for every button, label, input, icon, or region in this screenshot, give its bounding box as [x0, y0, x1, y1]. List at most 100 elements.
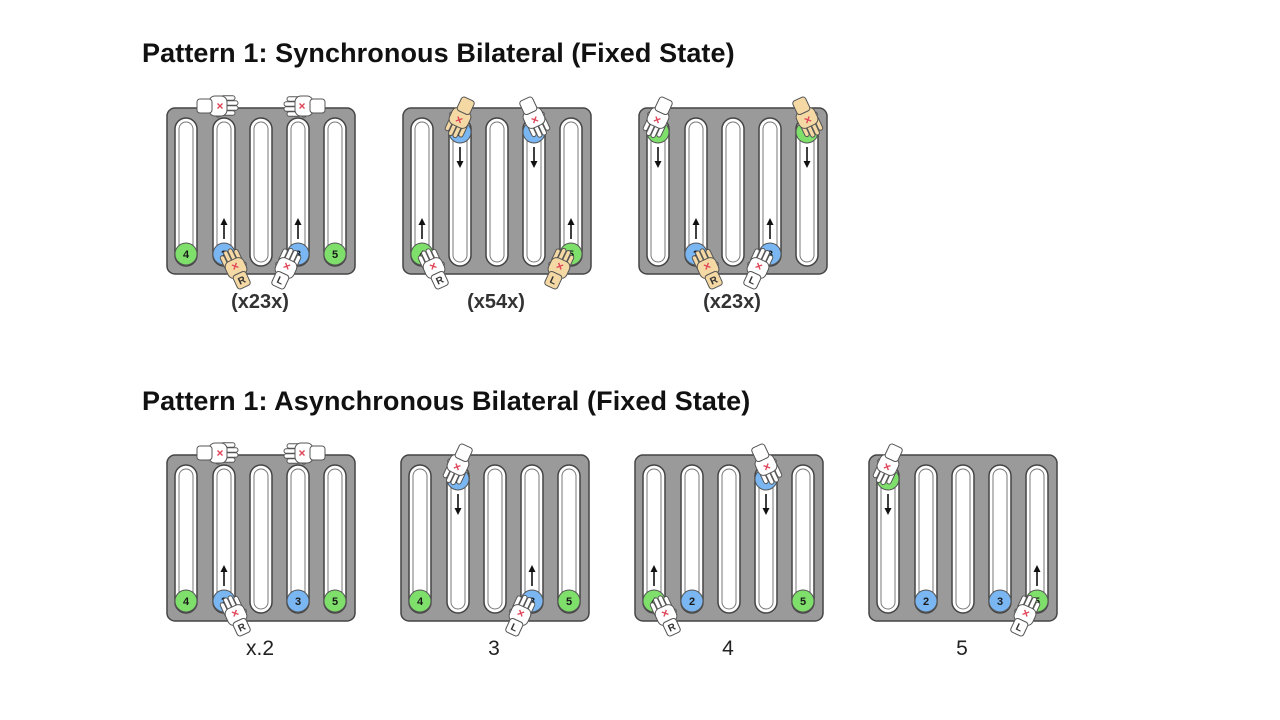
juggling-board-diagram: 4235R	[166, 442, 356, 637]
ball-2: 2	[680, 589, 704, 613]
ball-label: 4	[183, 249, 190, 261]
board-track	[323, 117, 347, 267]
motion-arrow	[654, 147, 662, 168]
section-title-asynchronous: Pattern 1: Asynchronous Bilateral (Fixed…	[142, 386, 751, 416]
board-track	[286, 464, 310, 614]
ball-label: 5	[800, 596, 806, 608]
diagram-panel-sync-3: 4523RL	[638, 94, 838, 299]
panel-caption: x.2	[245, 637, 274, 660]
hand-letter: R	[237, 274, 249, 287]
hand-letter: L	[747, 275, 757, 288]
board-track	[680, 464, 704, 614]
motion-arrow	[803, 147, 811, 168]
motion-arrow	[456, 147, 464, 168]
hand-icon	[519, 96, 551, 138]
board-track	[557, 464, 581, 614]
ball-label: 5	[332, 249, 338, 261]
hand-letter: L	[275, 275, 285, 288]
hand-icon	[751, 443, 783, 485]
motion-arrow	[530, 147, 538, 168]
motion-arrow	[567, 218, 575, 239]
ball-label: 5	[332, 596, 338, 608]
board-track	[323, 464, 347, 614]
ball-label: 2	[923, 596, 929, 608]
hand-icon	[792, 96, 824, 138]
motion-arrow	[294, 218, 302, 239]
hand-letter: R	[667, 621, 679, 634]
board-track	[174, 464, 198, 614]
hand-icon	[283, 442, 326, 465]
board-track	[249, 464, 273, 614]
hand-letter: L	[1014, 622, 1024, 635]
right-hand-icon: R	[219, 248, 251, 290]
board-track	[249, 117, 273, 267]
right-hand-icon: R	[649, 595, 681, 637]
board-track	[174, 117, 198, 267]
hand-letter: R	[237, 621, 249, 634]
diagram-panel-async-3: 4235R	[634, 441, 834, 646]
right-hand-icon: R	[691, 248, 723, 290]
board-track	[717, 464, 741, 614]
left-hand-icon: L	[271, 247, 302, 290]
board-track	[988, 464, 1012, 614]
left-hand-icon: L	[505, 594, 536, 637]
motion-arrow	[766, 218, 774, 239]
board-track	[408, 464, 432, 614]
board-track	[520, 464, 544, 614]
hand-letter: R	[709, 274, 721, 287]
section-title-synchronous: Pattern 1: Synchronous Bilateral (Fixed …	[142, 38, 735, 68]
left-hand-icon: L	[544, 247, 575, 290]
board-track	[721, 117, 745, 267]
motion-arrow	[454, 494, 462, 515]
ball-3: 3	[988, 589, 1012, 613]
ball-label: 4	[417, 596, 424, 608]
motion-arrow	[220, 218, 228, 239]
juggling-board-diagram: 2345RL	[402, 96, 592, 290]
motion-arrow	[528, 565, 536, 586]
ball-label: 5	[566, 596, 572, 608]
panel-caption: 4	[722, 637, 734, 660]
board-track	[485, 117, 509, 267]
motion-arrow	[418, 218, 426, 239]
juggling-board-diagram: 4235L	[868, 443, 1058, 637]
right-hand-icon: R	[219, 595, 251, 637]
hand-icon	[642, 96, 673, 139]
motion-arrow	[220, 565, 228, 586]
ball-4: 4	[408, 589, 432, 613]
hand-icon	[872, 443, 903, 486]
ball-2: 2	[914, 589, 938, 613]
diagram-panel-sync-1: 4235RL	[166, 94, 366, 299]
diagram-panel-async-1: 4235R	[166, 441, 366, 646]
ball-4: 4	[174, 589, 198, 613]
ball-5: 5	[323, 242, 347, 266]
diagram-panel-async-4: 4235L	[868, 441, 1068, 646]
motion-arrow	[692, 218, 700, 239]
diagram-panel-async-2: 4235L	[400, 441, 600, 646]
board-track	[1025, 464, 1049, 614]
hand-icon	[283, 95, 326, 118]
hand-letter: L	[548, 275, 558, 288]
ball-5: 5	[323, 589, 347, 613]
ball-label: 3	[295, 596, 301, 608]
motion-arrow	[762, 494, 770, 515]
ball-4: 4	[174, 242, 198, 266]
juggling-board-diagram: 4235RL	[166, 95, 356, 290]
board-track	[758, 117, 782, 267]
ball-label: 2	[689, 596, 695, 608]
ball-5: 5	[791, 589, 815, 613]
hand-icon	[444, 96, 475, 139]
hand-letter: R	[435, 274, 447, 287]
motion-arrow	[1033, 565, 1041, 586]
hand-icon	[442, 443, 473, 486]
board-track	[286, 117, 310, 267]
left-hand-icon: L	[1010, 594, 1041, 637]
board-track	[559, 117, 583, 267]
left-hand-icon: L	[743, 247, 774, 290]
right-hand-icon: R	[417, 248, 449, 290]
board-track	[914, 464, 938, 614]
hand-letter: L	[509, 622, 519, 635]
panel-caption: (x54x)	[467, 291, 525, 313]
hand-icon	[196, 442, 239, 465]
motion-arrow	[650, 565, 658, 586]
panel-caption: 3	[488, 637, 500, 660]
